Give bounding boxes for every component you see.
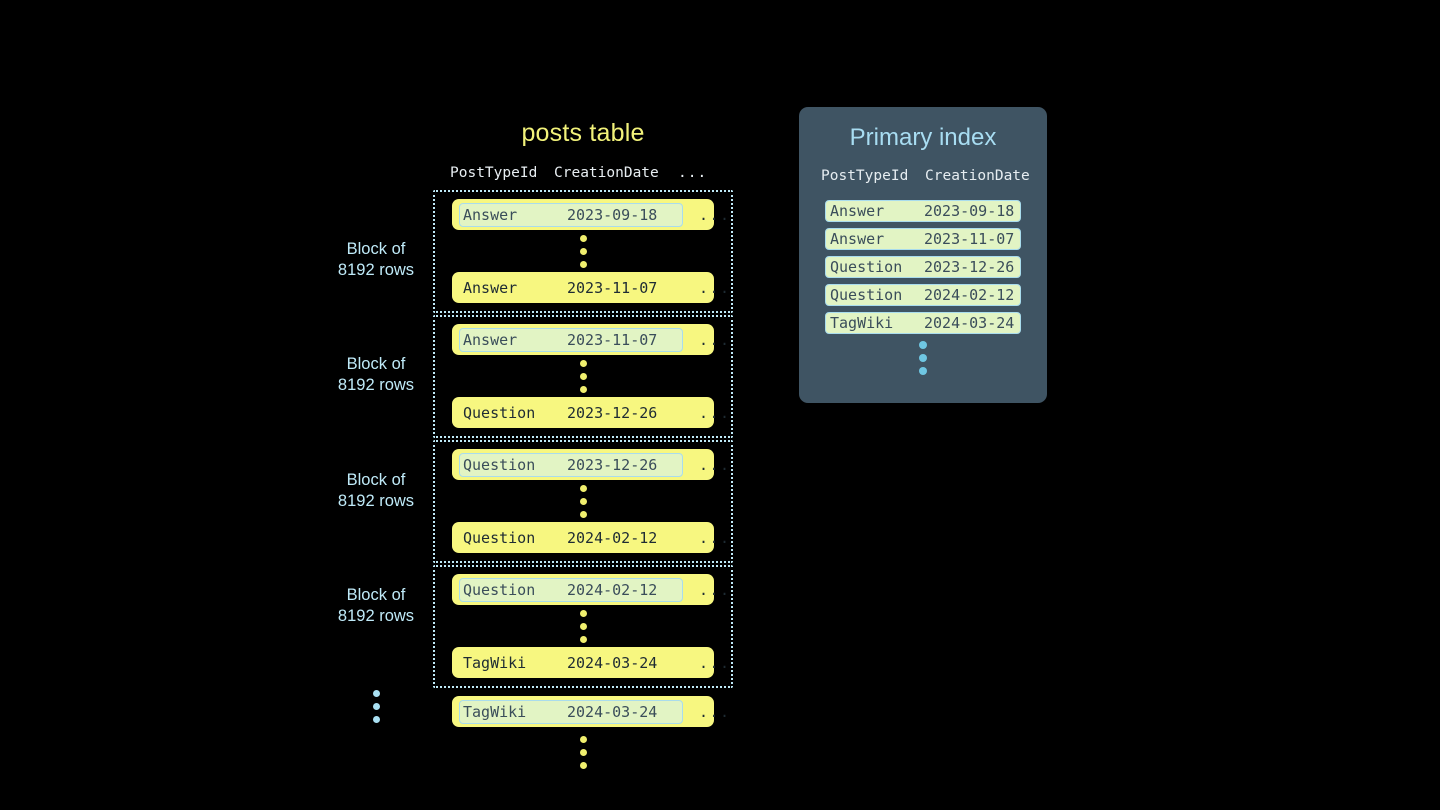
cell-creationdate: 2023-12-26 (567, 403, 658, 422)
cell-creationdate: 2024-03-24 (567, 702, 658, 721)
cell-posttypeid: Answer (463, 330, 518, 349)
cell-creationdate: 2024-02-12 (924, 286, 1015, 304)
block-label-line-1: Block of (346, 471, 406, 489)
cell-posttypeid: Question (463, 528, 536, 547)
primary-index-rows: Answer 2023-09-18 Answer 2023-11-07 Ques… (799, 200, 1047, 334)
primary-index-row: Answer 2023-11-07 (825, 228, 1021, 250)
cell-creationdate: 2024-02-12 (567, 580, 658, 599)
primary-index-column-headers: PostTypeId CreationDate (799, 168, 1047, 192)
table-row: TagWiki 2024-03-24 ... (452, 696, 729, 727)
row-key: Question 2023-12-26 (459, 401, 683, 425)
column-header-more-ellipsis: ... (678, 165, 708, 181)
cell-more-ellipsis: ... (699, 528, 731, 547)
block-label-line-2: 8192 rows (337, 261, 415, 279)
block-label-line-1: Block of (346, 355, 406, 373)
cell-posttypeid: TagWiki (463, 702, 527, 721)
row-key: Answer 2023-11-07 (459, 276, 683, 300)
cell-more-ellipsis: ... (699, 278, 731, 297)
column-header-posttypeid: PostTypeId (821, 168, 909, 184)
cell-posttypeid: Question (830, 286, 903, 304)
table-row: Answer 2023-11-07 ... (452, 272, 729, 303)
cell-creationdate: 2023-11-07 (924, 230, 1015, 248)
cell-creationdate: 2023-09-18 (567, 205, 658, 224)
cell-posttypeid: Answer (830, 202, 885, 220)
primary-index-row: Answer 2023-09-18 (825, 200, 1021, 222)
cell-more-ellipsis: ... (699, 653, 731, 672)
column-header-creationdate: CreationDate (925, 168, 1030, 184)
row-key-highlight: Answer 2023-11-07 (459, 327, 683, 352)
cell-posttypeid: Question (463, 403, 536, 422)
cell-posttypeid: Answer (463, 205, 518, 224)
cell-creationdate: 2023-12-26 (567, 455, 658, 474)
cell-more-ellipsis: ... (699, 455, 731, 474)
row-key-highlight: Question 2024-02-12 (459, 577, 683, 602)
column-header-posttypeid: PostTypeId (450, 165, 538, 181)
primary-index-title: Primary index (849, 124, 997, 151)
table-row: Answer 2023-11-07 ... (452, 324, 729, 355)
cell-creationdate: 2023-11-07 (567, 278, 658, 297)
posts-table-title: posts table (521, 119, 645, 147)
cell-more-ellipsis: ... (699, 403, 731, 422)
primary-index-panel: Primary index PostTypeId CreationDate An… (799, 107, 1047, 403)
cell-posttypeid: Answer (463, 278, 518, 297)
more-blocks-ellipsis (368, 685, 384, 727)
row-key-highlight: Answer 2023-09-18 (459, 202, 683, 227)
cell-more-ellipsis: ... (699, 330, 731, 349)
cell-posttypeid: Answer (830, 230, 885, 248)
block-label: Block of 8192 rows (310, 470, 442, 512)
table-row: Question 2023-12-26 ... (452, 449, 729, 480)
posts-table-blocks: Answer 2023-09-18 ... Answer 2023-11-07 … (433, 190, 733, 773)
table-block: Answer 2023-11-07 ... Question 2023-12-2… (433, 315, 733, 438)
table-row: Answer 2023-09-18 ... (452, 199, 729, 230)
table-continues-ellipsis (433, 731, 733, 773)
rows-omitted-ellipsis (435, 355, 731, 397)
primary-index-continues-ellipsis (799, 341, 1047, 375)
cell-more-ellipsis: ... (699, 205, 731, 224)
column-header-creationdate: CreationDate (554, 165, 659, 181)
row-key: TagWiki 2024-03-24 (459, 651, 683, 675)
rows-omitted-ellipsis (435, 605, 731, 647)
table-row: Question 2023-12-26 ... (452, 397, 729, 428)
block-label: Block of 8192 rows (310, 239, 442, 281)
row-key: Question 2024-02-12 (459, 526, 683, 550)
primary-index-row: TagWiki 2024-03-24 (825, 312, 1021, 334)
cell-posttypeid: TagWiki (830, 314, 894, 332)
cell-creationdate: 2024-02-12 (567, 528, 658, 547)
block-label: Block of 8192 rows (310, 354, 442, 396)
table-row: Question 2024-02-12 ... (452, 574, 729, 605)
cell-posttypeid: TagWiki (463, 653, 527, 672)
cell-posttypeid: Question (463, 455, 536, 474)
cell-creationdate: 2024-03-24 (924, 314, 1015, 332)
cell-more-ellipsis: ... (699, 702, 731, 721)
cell-more-ellipsis: ... (699, 580, 731, 599)
cell-creationdate: 2024-03-24 (567, 653, 658, 672)
rows-omitted-ellipsis (435, 480, 731, 522)
table-block: Question 2023-12-26 ... Question 2024-02… (433, 440, 733, 563)
cell-posttypeid: Question (830, 258, 903, 276)
block-label-line-2: 8192 rows (337, 376, 415, 394)
posts-table-group: posts table PostTypeId CreationDate ... … (433, 118, 733, 773)
block-label-line-2: 8192 rows (337, 607, 415, 625)
block-label-line-2: 8192 rows (337, 492, 415, 510)
cell-posttypeid: Question (463, 580, 536, 599)
block-label-line-1: Block of (346, 586, 406, 604)
primary-index-row: Question 2023-12-26 (825, 256, 1021, 278)
rows-omitted-ellipsis (435, 230, 731, 272)
table-block: Question 2024-02-12 ... TagWiki 2024-03-… (433, 565, 733, 688)
cell-creationdate: 2023-11-07 (567, 330, 658, 349)
block-label: Block of 8192 rows (310, 585, 442, 627)
table-row: Question 2024-02-12 ... (452, 522, 729, 553)
table-row: TagWiki 2024-03-24 ... (452, 647, 729, 678)
primary-index-row: Question 2024-02-12 (825, 284, 1021, 306)
posts-table-column-headers: PostTypeId CreationDate ... (433, 164, 733, 190)
cell-creationdate: 2023-12-26 (924, 258, 1015, 276)
row-key-highlight: TagWiki 2024-03-24 (459, 699, 683, 724)
row-key-highlight: Question 2023-12-26 (459, 452, 683, 477)
block-label-line-1: Block of (346, 240, 406, 258)
cell-creationdate: 2023-09-18 (924, 202, 1015, 220)
table-block: Answer 2023-09-18 ... Answer 2023-11-07 … (433, 190, 733, 313)
